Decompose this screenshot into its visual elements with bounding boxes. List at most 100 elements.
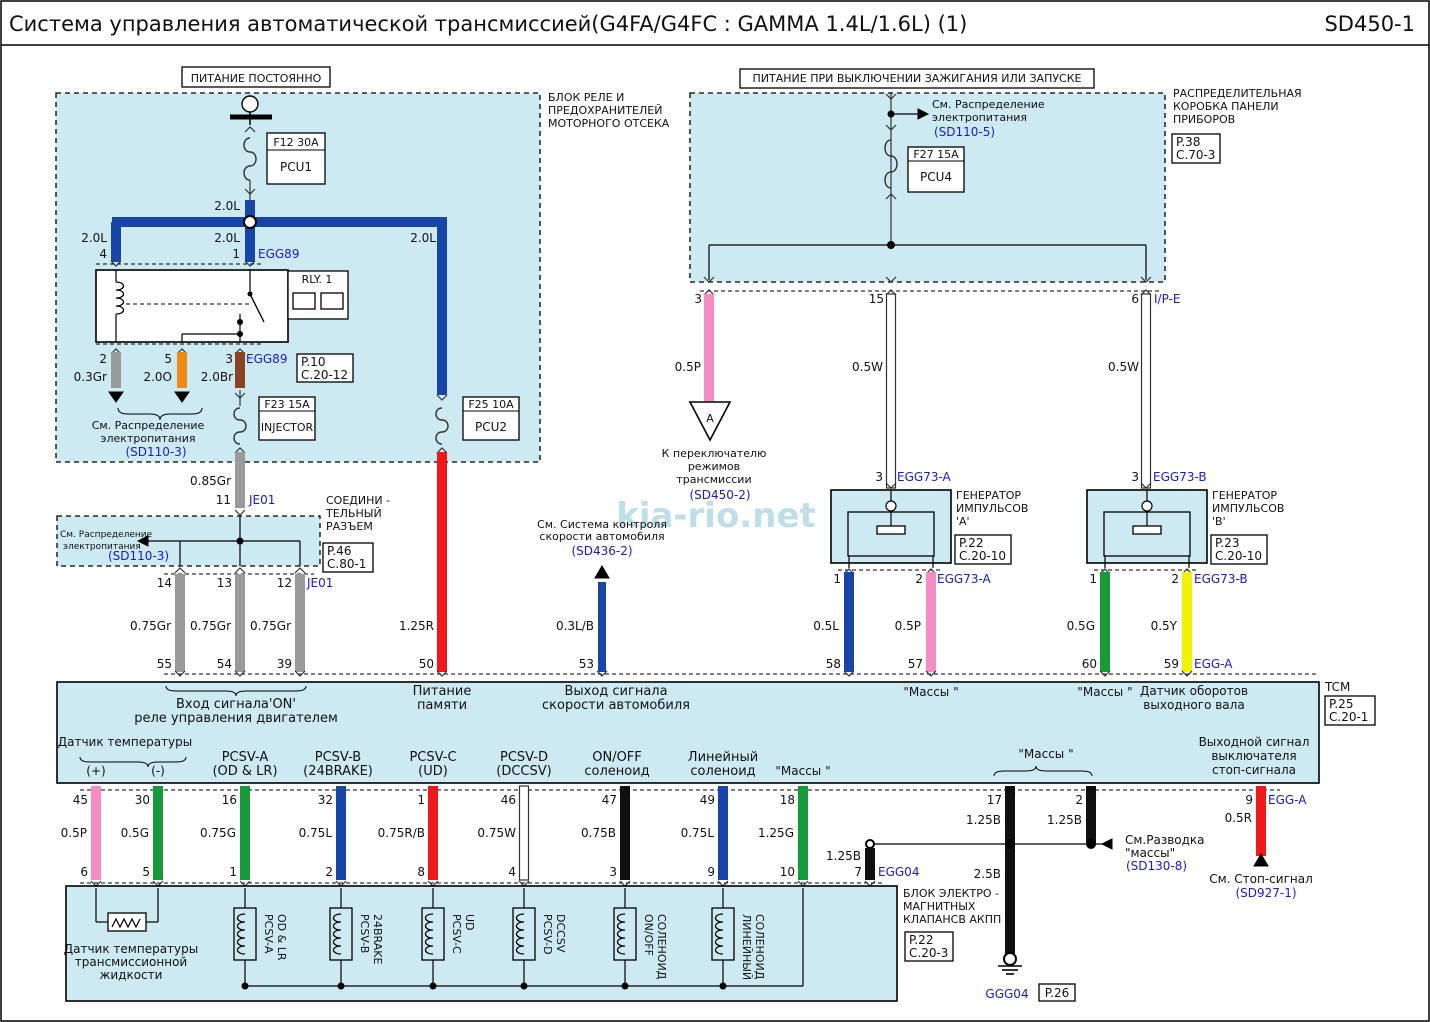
tcm-name: TCM [1324,680,1350,694]
junction-dot [236,537,244,545]
connector-ggg04: GGG04 [985,987,1028,1001]
connector-pin-icon [244,126,256,133]
ref-box [1210,534,1268,565]
pin-number: 6 [1131,292,1139,306]
connector-je01: JE01 [248,493,275,507]
see-power-ref: (SD110-5) [934,125,995,139]
see-stop-ref: (SD927-1) [1235,886,1296,900]
tcm-memory-power: Питание [413,684,472,699]
solenoid-label: DCCSV [554,914,567,953]
joint-title: РАЗЪЕМ [326,520,373,533]
wire-label: 0.75L [681,826,715,840]
pin-number: 14 [157,576,172,590]
wire-label: 0.5R [1225,811,1252,825]
tcm-pcsvc: PCSV-C [409,750,456,765]
connector-pin-icon [294,670,306,677]
generator-title: 'B' [1212,515,1226,528]
panel-box-title: КОРОБКА ПАНЕЛИ [1173,100,1279,113]
pin-number: 1 [417,793,425,807]
engine-icon [292,292,316,310]
coil-icon [714,913,724,955]
wire-label: 2.0L [214,231,240,245]
page-title: Система управления автоматической трансм… [9,12,967,36]
wire-label: 0.85Gr [190,474,231,488]
ref-page: P.25 [1329,697,1353,711]
ref-box [1171,133,1221,164]
pin-number: 2 [99,352,107,366]
see-shift-ref: (SD450-2) [689,488,750,502]
wire-label: 0.5Y [1151,619,1178,633]
ref-page: P.22 [959,536,983,550]
connector-pin-icon [1140,289,1152,296]
pin-number: 53 [579,657,594,671]
wire-label: 2.5B [974,867,1001,881]
connector-pin-icon [885,124,897,131]
junction-dot [865,839,875,849]
generator-title: ГЕНЕРАТОР [956,489,1021,502]
pin-number: 32 [318,793,333,807]
power-ignition-label-box [739,68,1095,89]
ref-page: P.10 [301,355,325,369]
tcm-output-shaft: Датчик оборотов [1140,684,1248,698]
tcm-box [56,681,1320,784]
tcm-memory-power: памяти [417,698,467,713]
ref-sheet: C.20-1 [1329,710,1368,724]
fuse-pcu1-icon [243,137,257,181]
wire-label: 2.0Br [201,370,233,384]
ref-sheet: C.20-10 [959,549,1006,563]
fuse-pcu2-name: PCU2 [475,420,507,434]
arrow-up-icon [594,565,610,579]
ref-sheet: C.20-12 [301,368,348,382]
connector-pin-icon [436,394,448,401]
pin-number: 50 [419,657,434,671]
connector-egg89: EGG89 [258,247,299,261]
pin-number: 3 [1131,470,1139,484]
wire-0.5W-a [885,293,897,489]
fuse-pcu2-icon [435,407,449,445]
pin-number: 45 [73,793,88,807]
connector-egga: EGG-A [1194,657,1233,671]
pin-number: 2 [1171,572,1179,586]
wire-0.75W [518,785,530,881]
connector-pin-icon [436,447,448,454]
wire-label: 0.5G [1067,619,1095,633]
connector-pin-icon [234,447,246,454]
brace-icon [993,765,1093,777]
pin-number: 2 [915,572,923,586]
pin-number: 1 [232,247,240,261]
ref-box [296,353,354,383]
pin-number: 11 [216,493,231,507]
arrow-right-icon [917,108,930,120]
battery-terminal-icon [241,95,259,113]
connector-pin-icon [1181,670,1193,677]
joint-title: СОЕДИНИ - [326,494,390,507]
solenoid-label: PCSV-B [358,914,371,953]
pin-number: 49 [700,793,715,807]
connector-a-letter: A [706,412,714,425]
ref-box [1038,983,1076,1002]
sensor-element-icon [876,525,906,535]
tcm-ground-b: "Массы " [1077,685,1132,699]
wire-label: 2.0O [143,370,172,384]
wire-label: 0.75W [477,826,516,840]
pin-number: 8 [417,865,425,879]
tcm-linear: соленоид [690,764,755,779]
pin-number: 4 [99,247,107,261]
relay-box [95,269,289,343]
ggg04-ref: P.26 [1045,986,1069,1000]
coil-icon [424,913,434,955]
pin-number: 39 [277,657,292,671]
connector-pin-icon [885,276,897,283]
pin-number: 55 [157,657,172,671]
connector-pin-icon [294,567,306,574]
engine-box-title: ПРЕДОХРАНИТЕЛЕЙ [548,104,662,117]
relay-coil-icon [115,281,125,315]
sensor-element-icon [1132,525,1162,535]
connector-egg73a: EGG73-A [937,572,992,586]
wire-label: 0.75Gr [190,619,231,633]
engine-box-title: МОТОРНОГО ОТСЕКА [548,117,670,130]
tcm-pcsvc: (UD) [418,764,448,779]
power-ignition-label: ПИТАНИЕ ПРИ ВЫКЛЮЧЕНИИ ЗАЖИГАНИЯ ИЛИ ЗАП… [753,72,1082,85]
solenoid-block-title: МАГНИТНЫХ [903,900,976,913]
solenoid-label: 24BRAKE [371,914,384,964]
